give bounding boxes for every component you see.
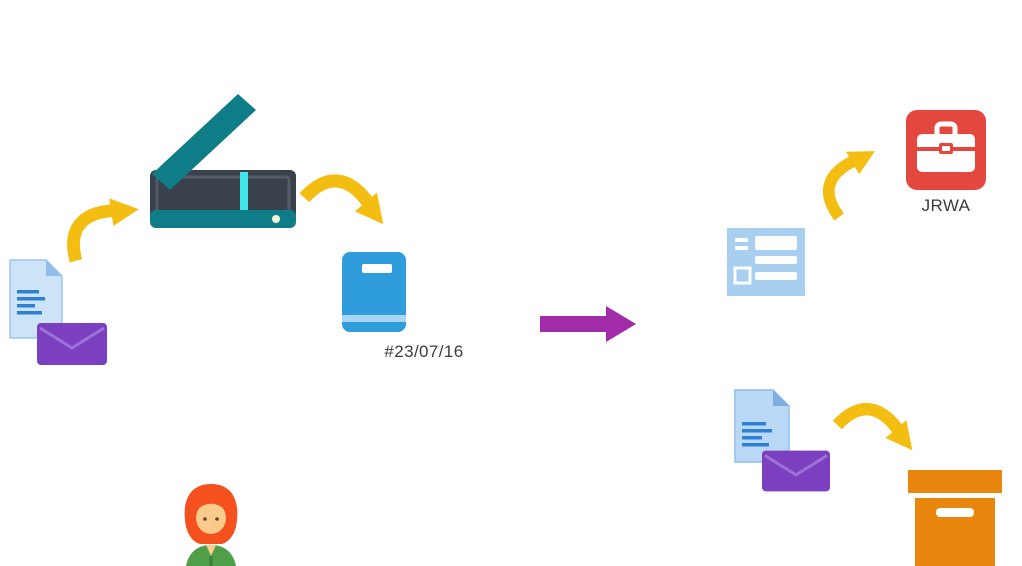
incoming-envelope-icon xyxy=(37,323,107,365)
arrow-document-to-scanner-icon xyxy=(61,194,145,268)
flatbed-scanner-icon xyxy=(148,88,300,240)
process-flow-arrow-icon xyxy=(540,306,636,342)
arrow-document-to-archive-icon xyxy=(827,382,924,481)
arrow-form-to-jrwa-icon xyxy=(805,137,899,227)
archive-box-icon xyxy=(908,470,1002,566)
outgoing-document-icon xyxy=(733,388,791,464)
arrow-scanner-to-register-icon xyxy=(294,153,395,257)
register-book-icon xyxy=(342,252,406,332)
register-number-label: #23/07/16 xyxy=(384,342,464,361)
jrwa-briefcase-icon xyxy=(906,110,986,190)
incoming-document-icon xyxy=(8,258,64,340)
clerk-person-icon xyxy=(176,482,246,566)
registration-form-icon xyxy=(727,228,805,296)
outgoing-envelope-icon xyxy=(762,450,830,492)
jrwa-label: JRWA xyxy=(921,196,971,215)
